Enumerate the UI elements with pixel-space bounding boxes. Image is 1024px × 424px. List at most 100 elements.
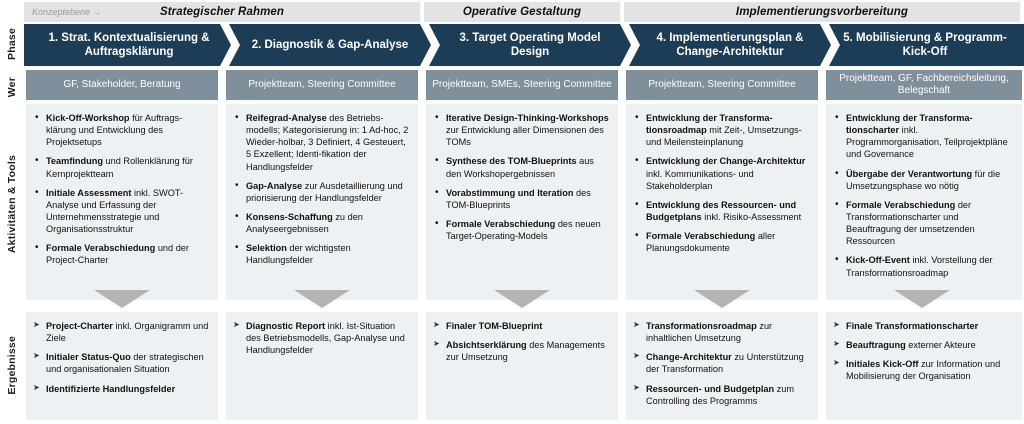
results-list-5: Finale TransformationscharterBeauftragun… (832, 320, 1014, 383)
list-item-rest: zur inhaltlichen Umsetzung (646, 321, 773, 344)
list-item-lead: Kick-Off-Workshop (46, 113, 130, 123)
concept-band-2-title: Operative Gestaltung (462, 6, 582, 18)
list-item-rest: der wichtigsten Handlungsfelder (246, 243, 351, 266)
phase-chevron-3-title: 3. Target Operating Model Design (459, 31, 601, 58)
list-item-rest: des Managements zur Umsetzung (446, 340, 605, 363)
list-item-rest: für Auftrags-klärung und Entwicklung des… (46, 113, 183, 148)
row-label-activities-text: Aktivitäten & Tools (6, 154, 18, 254)
list-item-lead: Formale Verabschiedung (846, 199, 956, 210)
phase-chevron-2-title: 2. Diagnostik & Gap-Analyse (251, 38, 409, 51)
list-item-rest: zur Ausdetaillierung und priorisierung d… (246, 180, 403, 203)
list-item: Vorabstimmung und Iteration des TOM-Blue… (432, 186, 610, 211)
list-item-rest: externer Akteure (905, 340, 976, 351)
list-item-rest: inkl. Organigramm und Ziele (46, 321, 209, 344)
phase-chevron-5-title: 5. Mobilisierung & Programm-Kick-Off (843, 31, 1007, 58)
list-item: Project-Charter inkl. Organigramm und Zi… (32, 320, 210, 344)
list-item-lead: Kick-Off-Event (846, 255, 910, 266)
list-item-lead: Synthese des TOM-Blueprints (446, 156, 577, 167)
list-item-rest: inkl. Ist-Situation des Betriebsmodells,… (246, 321, 405, 356)
list-item-rest: inkl. SWOT-Analyse und Erfassung der Unt… (46, 187, 184, 235)
results-card-3: Finaler TOM-BlueprintAbsichtserklärung d… (426, 312, 618, 420)
list-item: Transformationsroadmap zur inhaltlichen … (632, 320, 810, 344)
list-item: Initialer Status-Quo der strategischen u… (32, 351, 210, 375)
phase-chevron-4[interactable]: 4. Implementierungsplan & Change-Archite… (620, 24, 834, 66)
list-item-lead: Vorabstimmung und Iteration (446, 187, 574, 198)
list-item-lead: Entwicklung des Ressourcen- und Budgetpl… (646, 199, 797, 222)
activities-card-5: Entwicklung der Transforma-tionscharter … (826, 104, 1022, 300)
concept-band-3: Implementierungsvorbereitung (624, 2, 1020, 22)
list-item-lead: Formale Verabschiedung (46, 243, 156, 254)
list-item: Kick-Off-Workshop für Auftrags-klärung u… (32, 111, 210, 148)
list-item: Gap-Analyse zur Ausdetaillierung und pri… (232, 179, 410, 204)
phase-chevron-3[interactable]: 3. Target Operating Model Design (420, 24, 634, 66)
row-label-results: Ergebnisse (0, 308, 24, 422)
list-item-rest: aller Planungsdokumente (646, 231, 776, 254)
activities-card-2: Reifegrad-Analyse des Betriebs-modells; … (226, 104, 418, 300)
list-item-rest: zu den Analyseergebnissen (246, 211, 363, 235)
list-item: Diagnostic Report inkl. Ist-Situation de… (232, 320, 410, 356)
list-item-lead: Konsens-Schaffung (246, 211, 333, 222)
list-item-rest: mit Zeit-, Umsetzungs- und Meilensteinpl… (646, 125, 802, 148)
list-item-lead: Diagnostic Report (246, 321, 326, 331)
activities-list-1: Kick-Off-Workshop für Auftrags-klärung u… (32, 111, 210, 267)
list-item-lead: Formale Verabschiedung (446, 218, 556, 229)
list-item-lead: Entwicklung der Change-Architektur (646, 156, 806, 167)
phase-chevron-5[interactable]: 5. Mobilisierung & Programm-Kick-Off (820, 24, 1024, 66)
row-label-wer-text: Wer (6, 76, 18, 98)
concept-band-2: Operative Gestaltung (424, 2, 620, 22)
activities-card-3: Iterative Design-Thinking-Workshops zur … (426, 104, 618, 300)
list-item: Entwicklung der Change-Architektur inkl.… (632, 154, 810, 191)
list-item-rest: aus den Workshopergebnissen (446, 156, 594, 179)
list-item-rest: des TOM-Blueprints (446, 187, 591, 210)
stakeholder-box-3: Projektteam, SMEs, Steering Committee (426, 70, 618, 100)
stakeholder-row: GF, Stakeholder, Beratung Projektteam, S… (24, 70, 1024, 100)
activities-list-4: Entwicklung der Transforma-tionsroadmap … (632, 111, 810, 254)
list-item: Change-Architektur zu Unterstützung der … (632, 351, 810, 375)
list-item-lead: Selektion (246, 243, 287, 254)
list-item-lead: Formale Verabschiedung (646, 231, 756, 242)
list-item: Konsens-Schaffung zu den Analyseergebnis… (232, 210, 410, 235)
list-item-lead: Identifizierte Handlungsfelder (46, 383, 176, 394)
list-item-lead: Change-Architektur (646, 352, 732, 363)
activities-card-4: Entwicklung der Transforma-tionsroadmap … (626, 104, 818, 300)
list-item-lead: Iterative Design-Thinking-Workshops (446, 113, 609, 123)
stakeholder-box-4: Projektteam, Steering Committee (626, 70, 818, 100)
row-label-phase: Phase (0, 18, 24, 70)
concept-band-1-title: Strategischer Rahmen (159, 6, 285, 18)
list-item: Synthese des TOM-Blueprints aus den Work… (432, 154, 610, 179)
results-card-4: Transformationsroadmap zur inhaltlichen … (626, 312, 818, 420)
list-item-rest: inkl. Risiko-Assessment (701, 211, 802, 222)
list-item-lead: Gap-Analyse (246, 180, 303, 191)
list-item: Beauftragung externer Akteure (832, 339, 1014, 351)
phase-chevron-row: 1. Strat. Kontextualisierung & Auftragsk… (24, 24, 1024, 66)
list-item-lead: Entwicklung der Transforma-tionsroadmap (646, 113, 773, 136)
list-item-lead: Reifegrad-Analyse (246, 113, 327, 123)
results-list-1: Project-Charter inkl. Organigramm und Zi… (32, 320, 210, 395)
list-item: Finaler TOM-Blueprint (432, 320, 610, 332)
list-item-lead: Teamfindung (46, 156, 103, 167)
list-item-rest: der Transformationscharter und Beauftrag… (846, 199, 975, 247)
phase-chevron-4-title: 4. Implementierungsplan & Change-Archite… (656, 31, 804, 58)
list-item-lead: Initiale Assessment (46, 187, 132, 198)
row-label-phase-text: Phase (6, 28, 18, 60)
list-item-rest: inkl. Kommunikations- und Stakeholderpla… (646, 168, 754, 191)
list-item-lead: Finaler TOM-Blueprint (446, 321, 543, 331)
list-item: Selektion der wichtigsten Handlungsfelde… (232, 241, 410, 266)
list-item: Initiale Assessment inkl. SWOT-Analyse u… (32, 186, 210, 236)
list-item-lead: Initialer Status-Quo (46, 352, 131, 363)
list-item-lead: Absichtserklärung (446, 340, 527, 351)
list-item: Iterative Design-Thinking-Workshops zur … (432, 111, 610, 148)
activities-card-1: Kick-Off-Workshop für Auftrags-klärung u… (26, 104, 218, 300)
list-item-rest: zur Entwicklung aller Dimensionen des TO… (446, 125, 604, 148)
list-item-lead: Transformationsroadmap (646, 321, 757, 331)
row-label-results-text: Ergebnisse (6, 335, 18, 395)
phase-chevron-2[interactable]: 2. Diagnostik & Gap-Analyse (220, 24, 434, 66)
activities-row: Kick-Off-Workshop für Auftrags-klärung u… (24, 104, 1024, 300)
konzeptebene-label: Konzeptebene → (32, 7, 102, 17)
list-item: Identifizierte Handlungsfelder (32, 383, 210, 395)
list-item-rest: der strategischen und organisationalen S… (46, 352, 204, 375)
list-item: Formale Verabschiedung und der Project-C… (32, 241, 210, 266)
list-item-lead: Project-Charter (46, 321, 113, 331)
activities-list-3: Iterative Design-Thinking-Workshops zur … (432, 111, 610, 242)
phase-chevron-1[interactable]: 1. Strat. Kontextualisierung & Auftragsk… (24, 24, 234, 66)
